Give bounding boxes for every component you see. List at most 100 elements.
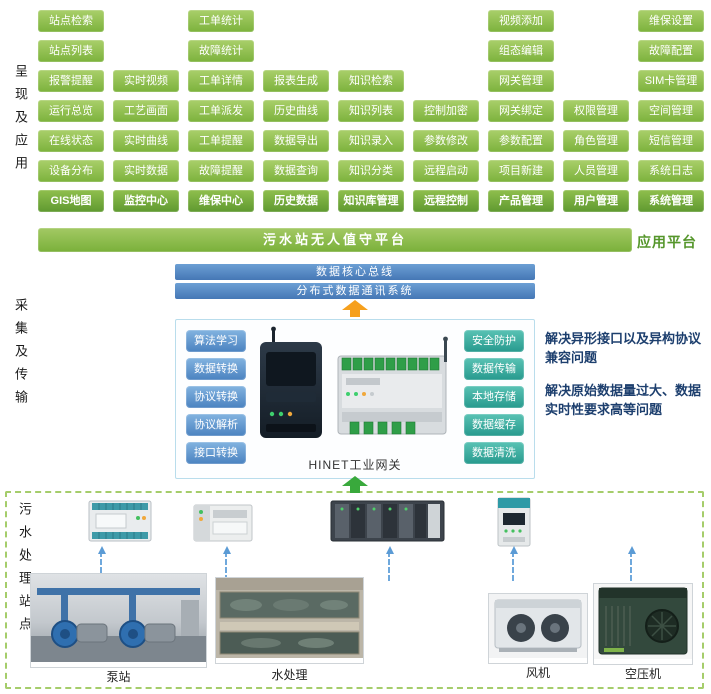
category-header-cell: 历史数据 (263, 190, 329, 212)
gateway-function-list-right: 安全防护数据传输本地存储数据缓存数据清洗 (464, 330, 524, 464)
gateway-device-image (254, 326, 458, 453)
equipment-label: 水处理 (271, 668, 308, 682)
function-cell: 数据导出 (263, 130, 329, 152)
gateway-function-list-left: 算法学习数据转换协议转换协议解析接口转换 (186, 330, 246, 464)
function-cell: 实时曲线 (113, 130, 179, 152)
function-cell: 网关管理 (488, 70, 554, 92)
function-cell: 系统日志 (638, 160, 704, 182)
plc-image-3 (330, 497, 445, 550)
plc-image-2 (193, 504, 253, 547)
function-cell: 故障统计 (188, 40, 254, 62)
platform-bar: 污水站无人值守平台 (38, 228, 632, 252)
function-cell: 知识列表 (338, 100, 404, 122)
plc-image-4 (494, 497, 534, 552)
function-cell: 项目新建 (488, 160, 554, 182)
function-cell: 数据查询 (263, 160, 329, 182)
function-cell: 权限管理 (563, 100, 629, 122)
function-cell: 站点列表 (38, 40, 104, 62)
function-cell: 人员管理 (563, 160, 629, 182)
category-header-cell: 远程控制 (413, 190, 479, 212)
gateway-function-button: 协议解析 (186, 414, 246, 436)
function-cell: 参数修改 (413, 130, 479, 152)
gateway-function-button: 算法学习 (186, 330, 246, 352)
function-cell: 知识录入 (338, 130, 404, 152)
grid-column-7: 视频添加组态编辑网关管理网关绑定参数配置项目新建 产品管理 (488, 10, 554, 212)
equipment-photo-air-compressor (593, 583, 693, 665)
function-cell: 参数配置 (488, 130, 554, 152)
function-cell: 网关绑定 (488, 100, 554, 122)
note-text: 解决原始数据量过大、数据实时性要求高等问题 (545, 382, 702, 417)
bus-bar-distributed-comm: 分布式数据通讯系统 (175, 283, 535, 299)
category-header-cell: 产品管理 (488, 190, 554, 212)
function-cell: 故障配置 (638, 40, 704, 62)
equipment-label: 空压机 (624, 667, 661, 681)
equipment-label: 泵站 (106, 670, 131, 684)
connector-arrow (628, 546, 636, 581)
function-cell: 工单统计 (188, 10, 254, 32)
connector-arrow (510, 546, 518, 581)
function-cell: 组态编辑 (488, 40, 554, 62)
category-header-cell: 知识库管理 (338, 190, 404, 212)
connector-arrow (386, 546, 394, 581)
gateway-function-button: 数据清洗 (464, 442, 524, 464)
function-cell: 远程启动 (413, 160, 479, 182)
function-cell: 运行总览 (38, 100, 104, 122)
gateway-function-button: 协议转换 (186, 386, 246, 408)
connector-arrow (223, 546, 231, 581)
function-cell: SIM卡管理 (638, 70, 704, 92)
platform-tag: 应用平台 (637, 234, 697, 250)
category-header-cell: 监控中心 (113, 190, 179, 212)
function-cell: 站点检索 (38, 10, 104, 32)
equipment-photo-pump-station (30, 573, 207, 668)
function-cell: 知识分类 (338, 160, 404, 182)
note-text: 解决异形接口以及异构协议兼容问题 (545, 331, 702, 365)
plc-image-1 (88, 500, 152, 547)
function-cell: 实时视频 (113, 70, 179, 92)
gateway-box: 算法学习数据转换协议转换协议解析接口转换 安全防护数据传输本地存储数据缓存数据清… (175, 319, 535, 479)
function-cell: 工单提醒 (188, 130, 254, 152)
solution-notes: 解决异形接口以及异构协议兼容问题 解决原始数据量过大、数据实时性要求高等问题 (545, 330, 709, 433)
up-arrow-green-icon (342, 476, 368, 493)
function-cell: 历史曲线 (263, 100, 329, 122)
function-cell: 故障提醒 (188, 160, 254, 182)
function-cell: 维保设置 (638, 10, 704, 32)
category-header-cell: 系统管理 (638, 190, 704, 212)
equipment-label: 风机 (525, 666, 550, 680)
function-cell: 报警提醒 (38, 70, 104, 92)
category-header-cell: 用户管理 (563, 190, 629, 212)
up-arrow-orange-icon (342, 300, 368, 317)
grid-column-3: 工单统计故障统计工单详情工单派发工单提醒故障提醒 维保中心 (188, 10, 254, 212)
grid-column-2: 实时视频工艺画面实时曲线实时数据 监控中心 (113, 10, 179, 212)
bus-bar-data-core: 数据核心总线 (175, 264, 535, 280)
function-cell: 视频添加 (488, 10, 554, 32)
category-header-cell: GIS地图 (38, 190, 104, 212)
gateway-function-button: 数据缓存 (464, 414, 524, 436)
gateway-function-button: 数据传输 (464, 358, 524, 380)
app-function-grid: 站点检索站点列表报警提醒运行总览在线状态设备分布 GIS地图 实时视频工艺画面实… (38, 10, 704, 212)
section-label-transmission: 采集及传输 (13, 298, 28, 413)
function-cell: 空间管理 (638, 100, 704, 122)
grid-column-5: 知识检索知识列表知识录入知识分类 知识库管理 (338, 10, 404, 212)
grid-column-8: 权限管理角色管理人员管理 用户管理 (563, 10, 629, 212)
gateway-function-button: 本地存储 (464, 386, 524, 408)
function-cell: 角色管理 (563, 130, 629, 152)
gateway-function-button: 数据转换 (186, 358, 246, 380)
function-cell: 设备分布 (38, 160, 104, 182)
grid-column-6: 控制加密参数修改远程启动 远程控制 (413, 10, 479, 212)
grid-column-1: 站点检索站点列表报警提醒运行总览在线状态设备分布 GIS地图 (38, 10, 104, 212)
function-cell: 实时数据 (113, 160, 179, 182)
function-cell: 知识检索 (338, 70, 404, 92)
function-cell: 在线状态 (38, 130, 104, 152)
connector-arrow (98, 546, 106, 581)
grid-column-4: 报表生成历史曲线数据导出数据查询 历史数据 (263, 10, 329, 212)
function-cell: 工单详情 (188, 70, 254, 92)
equipment-photo-water-treatment (215, 577, 364, 664)
function-cell: 报表生成 (263, 70, 329, 92)
gateway-label: HINET工业网关 (308, 458, 402, 472)
function-cell: 工艺画面 (113, 100, 179, 122)
category-header-cell: 维保中心 (188, 190, 254, 212)
equipment-photo-fan (488, 593, 588, 664)
gateway-function-button: 安全防护 (464, 330, 524, 352)
